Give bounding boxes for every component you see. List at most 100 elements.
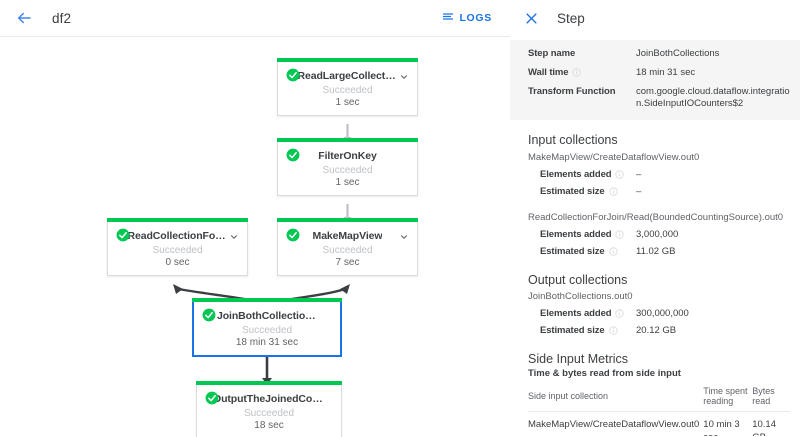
metric-value: 3,000,000 [636, 229, 679, 241]
info-icon[interactable] [608, 326, 618, 335]
cell-bytes-read: 10.14 GB [752, 419, 776, 436]
arrow-left-icon[interactable] [14, 8, 34, 28]
step-details-panel: Step Step name JoinBothCollections Wall … [510, 0, 800, 437]
summary-value: JoinBothCollections [636, 48, 720, 59]
node-time: 18 sec [254, 420, 284, 431]
graph-edges [173, 124, 352, 385]
info-icon[interactable] [615, 170, 625, 179]
node-time: 1 sec [335, 97, 360, 108]
node-time: 1 sec [335, 177, 360, 188]
node-header: JoinBothCollections [202, 308, 332, 323]
node-title: FilterOnKey [318, 149, 377, 162]
summary-row-transform-function: Transform Function com.google.cloud.data… [510, 83, 800, 115]
summary-label: Step name [528, 48, 636, 59]
input-collections-section: Input collections MakeMapView/CreateData… [510, 133, 800, 260]
step-panel-body: Step name JoinBothCollections Wall time … [510, 36, 800, 436]
column-header-bytes-read[interactable]: Bytes read [752, 383, 790, 413]
node-status: Succeeded [322, 165, 373, 176]
metric-label-text: Estimated size [540, 186, 605, 198]
summary-row-step-name: Step name JoinBothCollections [510, 45, 800, 64]
graph-node-read-collection-for-join[interactable]: ReadCollectionForJoin Succeeded 0 sec [107, 218, 248, 276]
info-icon[interactable] [615, 309, 625, 318]
output-collections-title: Output collections [528, 273, 628, 288]
graph-node-read-large-collection[interactable]: ReadLargeCollectionFr… Succeeded 1 sec [277, 58, 418, 116]
header-divider [0, 36, 510, 37]
node-status: Succeeded [322, 245, 373, 256]
summary-value: com.google.cloud.dataflow.integration.Si… [636, 85, 790, 110]
column-header-side-input-collection[interactable]: Side input collection [528, 383, 704, 413]
side-input-table: Side input collection Time spent reading… [528, 383, 790, 436]
side-input-metrics-section: Side Input Metrics Time & bytes read fro… [510, 352, 800, 436]
column-header-time-spent-reading[interactable]: Time spent reading [703, 383, 753, 413]
info-icon[interactable] [608, 187, 618, 196]
side-input-table-head: Side input collection Time spent reading… [528, 383, 790, 413]
check-circle-icon [286, 148, 300, 162]
logs-label: LOGS [459, 12, 492, 24]
metric-label: Elements added [540, 229, 636, 240]
job-graph-panel: df2 LOGS [0, 0, 510, 437]
check-circle-icon [202, 308, 216, 322]
node-header: MakeMapView [286, 228, 409, 243]
summary-row-wall-time: Wall time 18 min 31 sec [510, 64, 800, 83]
node-title: ReadLargeCollectionFr… [297, 69, 398, 82]
info-icon[interactable] [572, 68, 582, 77]
node-status: Succeeded [152, 245, 203, 256]
metric-label-text: Elements added [540, 308, 612, 320]
node-header: ReadCollectionForJoin [116, 228, 239, 243]
metric-row: Estimated size – [528, 183, 790, 200]
job-graph-canvas[interactable]: ReadLargeCollectionFr… Succeeded 1 sec F… [0, 37, 510, 437]
node-title: OutputTheJoinedCollec… [213, 392, 325, 405]
node-time: 0 sec [165, 257, 190, 268]
summary-label-text: Wall time [528, 66, 569, 78]
table-row: MakeMapView/CreateDataflowView.out0 10 m… [528, 412, 790, 436]
logs-button[interactable]: LOGS [436, 7, 498, 30]
info-icon[interactable] [608, 247, 618, 256]
node-title: ReadCollectionForJoin [127, 229, 228, 242]
node-header: OutputTheJoinedCollec… [205, 391, 333, 406]
job-name-title: df2 [52, 10, 72, 26]
metric-label: Estimated size [540, 325, 636, 336]
graph-node-make-map-view[interactable]: MakeMapView Succeeded 7 sec [277, 218, 418, 276]
metric-value: – [636, 169, 642, 181]
step-summary-table: Step name JoinBothCollections Wall time … [510, 40, 800, 121]
chevron-down-icon[interactable] [399, 69, 409, 79]
cell-side-input-collection: MakeMapView/CreateDataflowView.out0 [528, 419, 700, 431]
summary-label-text: Transform Function [528, 85, 616, 97]
graph-node-filter-on-key[interactable]: FilterOnKey Succeeded 1 sec [277, 138, 418, 196]
node-status: Succeeded [243, 408, 295, 419]
close-x-icon[interactable] [522, 9, 540, 27]
node-header: FilterOnKey [286, 148, 409, 163]
metric-value: 11.02 GB [636, 246, 676, 258]
input-collections-title: Input collections [528, 133, 618, 148]
node-time: 18 min 31 sec [235, 337, 299, 348]
chevron-down-icon[interactable] [229, 229, 239, 239]
node-title: MakeMapView [312, 229, 383, 242]
node-title: JoinBothCollections [217, 309, 317, 322]
node-time: 7 sec [335, 257, 360, 268]
node-header: ReadLargeCollectionFr… [286, 68, 409, 83]
info-icon[interactable] [615, 230, 625, 239]
metric-value: 300,000,000 [636, 308, 689, 320]
summary-label: Transform Function [528, 86, 636, 97]
metric-label: Estimated size [540, 186, 636, 197]
left-header-bar: df2 LOGS [0, 0, 510, 36]
collection-name: MakeMapView/CreateDataflowView.out0 [528, 152, 700, 164]
cell-time-spent-reading: 10 min 3 sec [703, 419, 740, 436]
graph-node-output-the-joined-collection[interactable]: OutputTheJoinedCollec… Succeeded 18 sec [196, 381, 342, 437]
summary-value: 18 min 31 sec [636, 66, 696, 78]
summary-label-text: Step name [528, 48, 576, 59]
step-panel-title: Step [557, 10, 585, 26]
collection-name: JoinBothCollections.out0 [528, 291, 633, 303]
input-collection-group: MakeMapView/CreateDataflowView.out0 Elem… [528, 152, 790, 200]
graph-node-join-both-collections[interactable]: JoinBothCollections Succeeded 18 min 31 … [192, 298, 342, 357]
metric-label: Elements added [540, 308, 636, 319]
check-circle-icon [116, 228, 130, 242]
node-status: Succeeded [322, 85, 373, 96]
side-input-metrics-subtitle: Time & bytes read from side input [528, 368, 681, 380]
chevron-down-icon[interactable] [399, 229, 409, 239]
metric-label-text: Estimated size [540, 246, 605, 258]
metric-row: Estimated size 20.12 GB [528, 322, 790, 339]
logs-list-icon [442, 11, 454, 26]
metric-label-text: Elements added [540, 169, 612, 181]
